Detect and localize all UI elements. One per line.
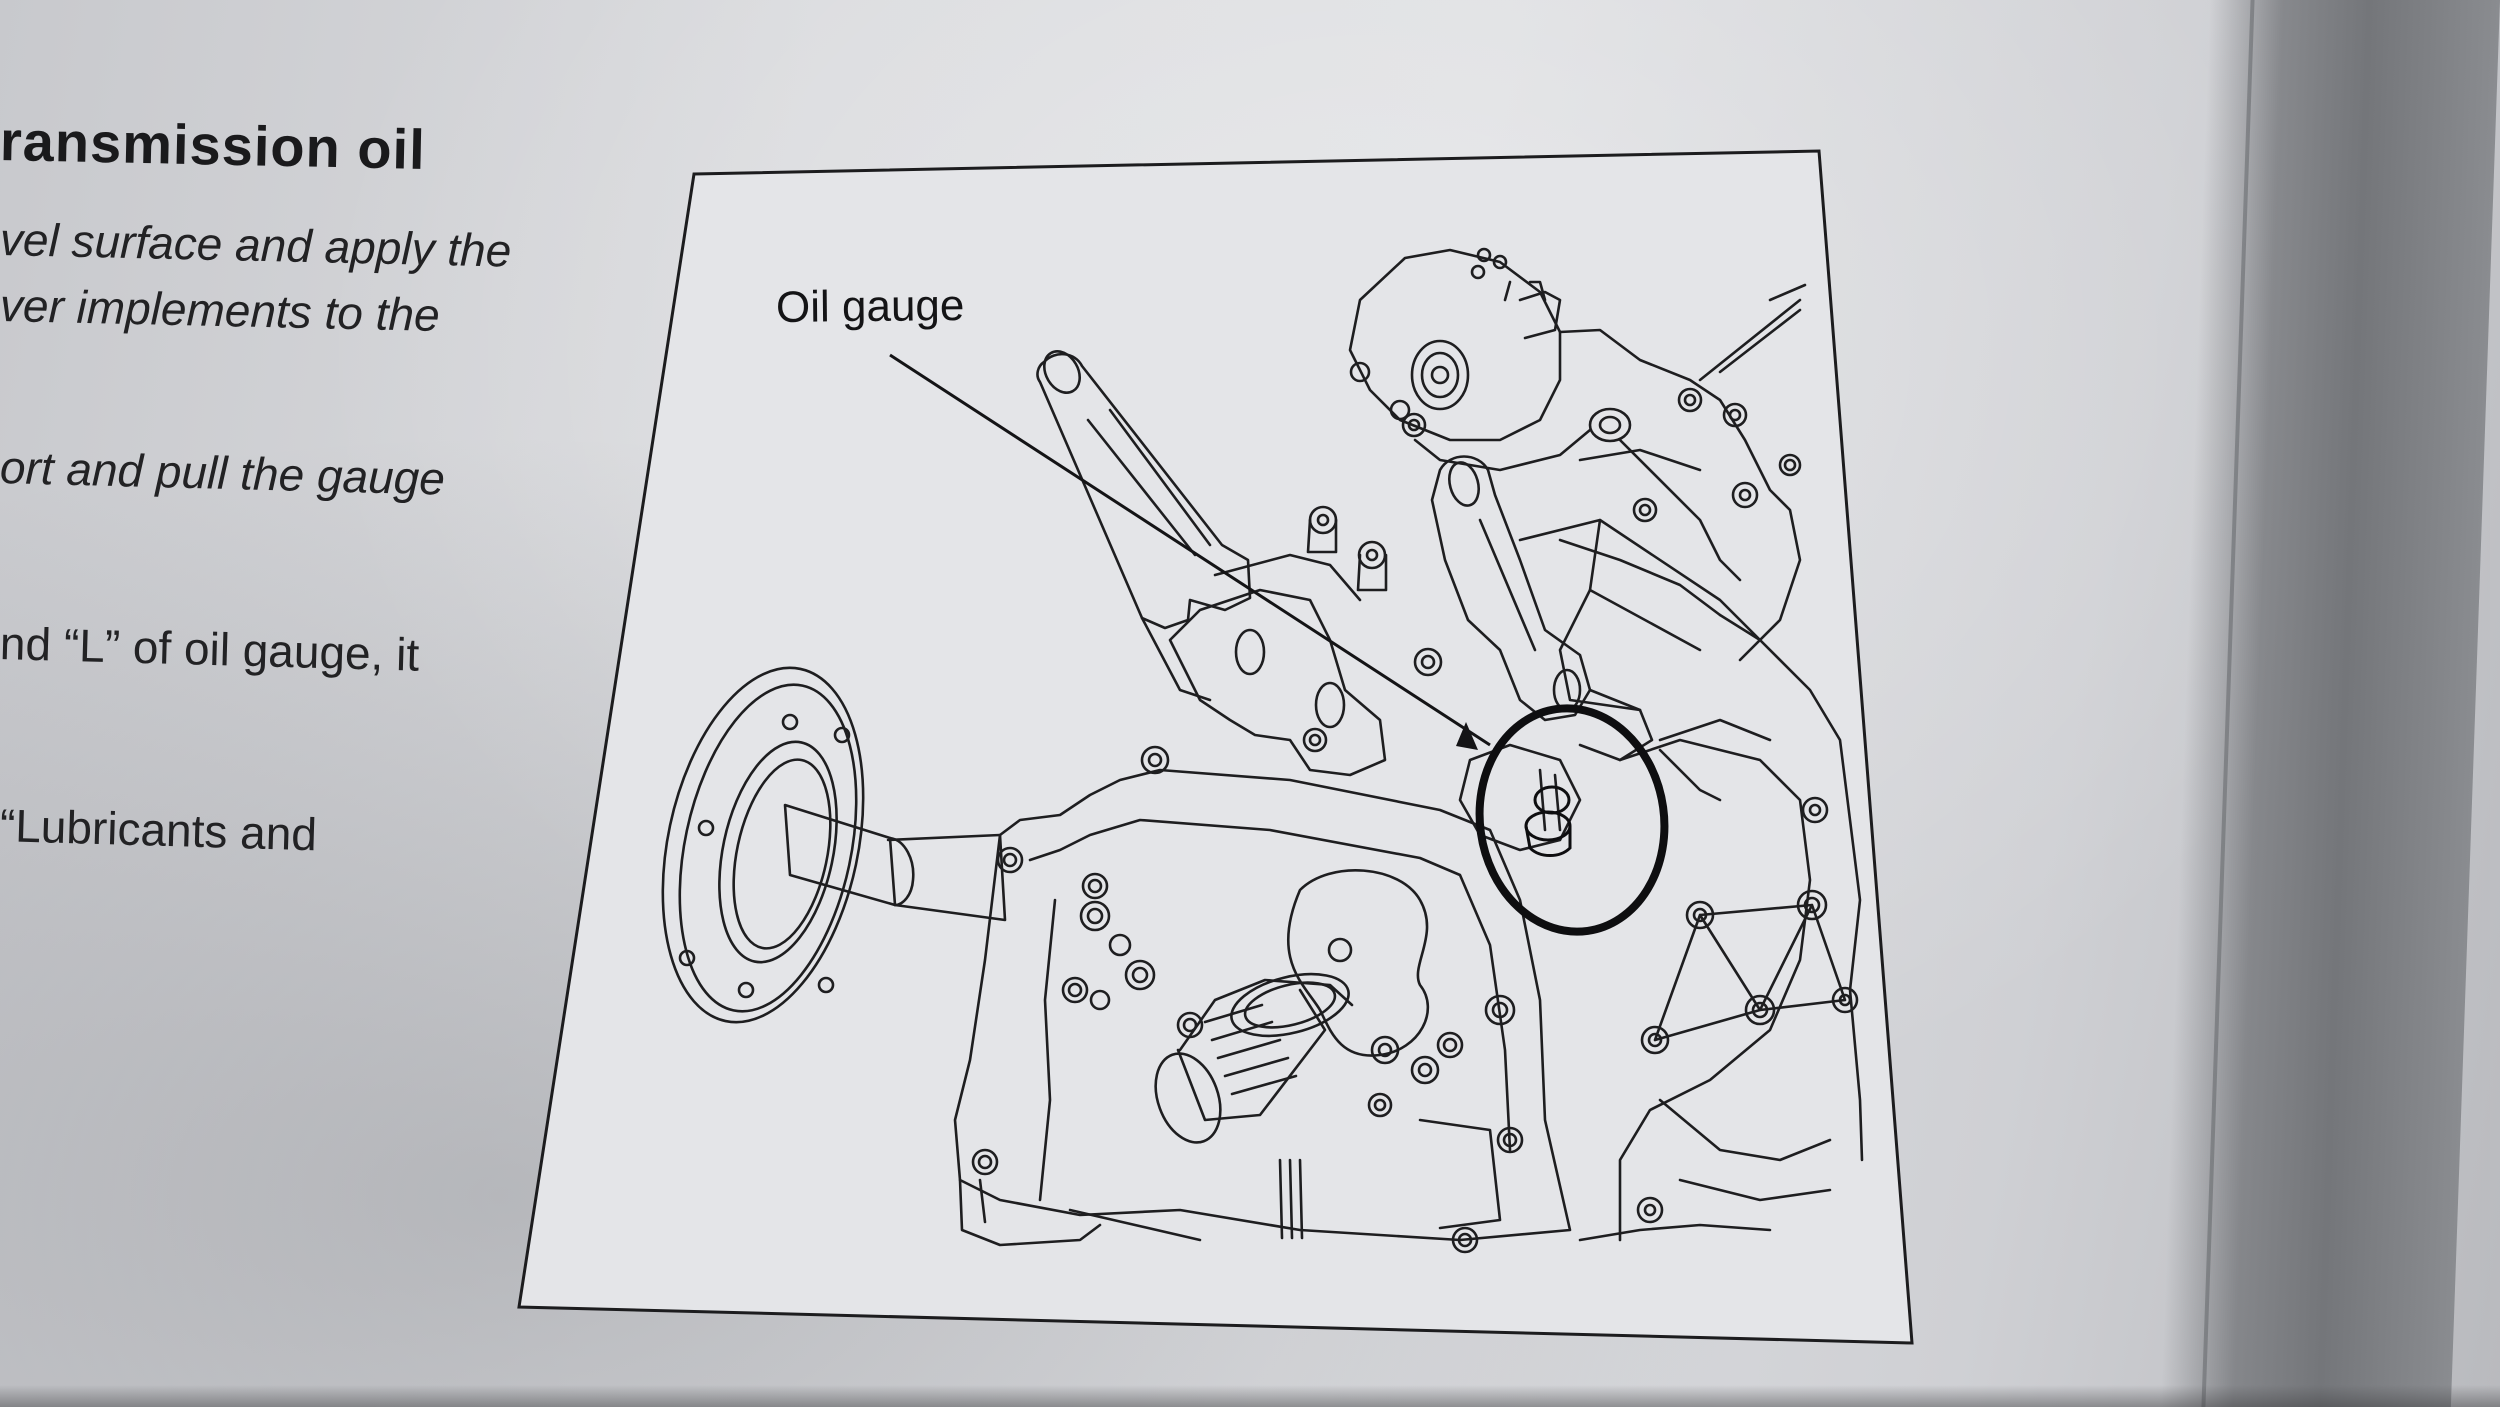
hitch-housing (1348, 248, 1562, 442)
flange-outer (661, 666, 865, 1024)
figure-frame (517, 149, 1914, 1345)
oil-gauge-cap (1524, 785, 1572, 857)
oil-gauge-callout-circle (1475, 704, 1669, 936)
transmission-line-art (661, 247, 1864, 1254)
right-lift-arm (1430, 455, 1592, 722)
oil-gauge-label: Oil gauge (775, 281, 965, 332)
oil-gauge-leader-line (889, 353, 1491, 747)
left-lift-arm (1036, 352, 1252, 630)
binding-shadow (2160, 0, 2500, 1407)
paper-bottom-edge (0, 1385, 2500, 1407)
lower-housing (953, 768, 1572, 1242)
